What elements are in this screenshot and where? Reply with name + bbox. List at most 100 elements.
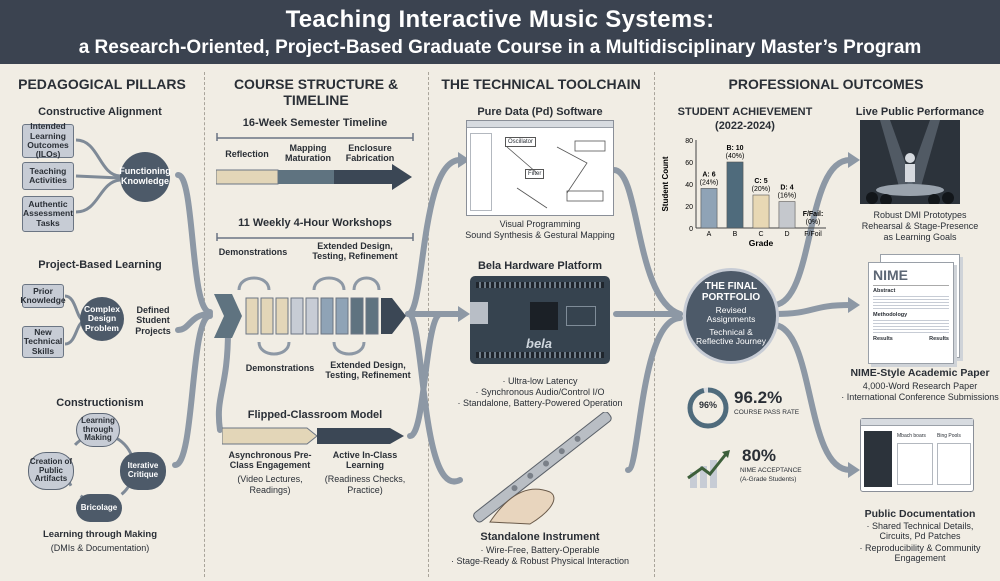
- chart-x-label: Grade: [749, 238, 774, 248]
- column-divider: [654, 72, 655, 577]
- docs-title: Public Documentation: [864, 508, 976, 520]
- complex-design-problem-node: Complex Design Problem: [80, 297, 124, 341]
- chart-y-tick: 60: [685, 160, 693, 167]
- workshop-bottom-demo: Demonstrations: [245, 363, 315, 373]
- instrument-bullet-1: · Wire-Free, Battery-Operable: [480, 545, 600, 555]
- bela-bullet-3: · Standalone, Battery-Powered Operation: [457, 398, 623, 408]
- alignment-arrows: [75, 138, 121, 214]
- live-line-2: Rehearsal & Stage-Presence: [861, 221, 979, 231]
- chart-data-label: (40%): [726, 153, 745, 160]
- bela-bullet-1: · Ultra-low Latency: [502, 376, 578, 386]
- paper-line-2: · International Conference Submissions: [841, 392, 999, 402]
- nime-acceptance-sub: (A-Grade Students): [740, 476, 797, 483]
- instrument-bullet-2: · Stage-Ready & Robust Physical Interact…: [450, 556, 630, 566]
- phase-enclosure: Enclosure Fabrication: [345, 143, 395, 164]
- timeline-title: 16-Week Semester Timeline: [242, 117, 388, 129]
- documentation-window: Mbach boars Bing Pools: [860, 418, 974, 492]
- chart-data-label: (16%): [778, 193, 797, 200]
- ilo-box: Intended Learning Outcomes (ILOs): [22, 122, 74, 159]
- iterative-critique-node: Iterative Critique: [120, 452, 166, 490]
- workshops-title: 11 Weekly 4-Hour Workshops: [238, 217, 392, 229]
- defined-projects-label: Defined Student Projects: [135, 305, 171, 336]
- paper-page-front: NIME Abstract Methodology Results Result…: [868, 262, 954, 364]
- docs-window-label-1: Mbach boars: [897, 433, 926, 439]
- portfolio-line-1: Revised Assignments: [706, 305, 756, 325]
- teaching-activities-box: Teaching Activities: [22, 162, 74, 190]
- portfolio-line-2: Technical & Reflective Journey: [696, 326, 766, 347]
- paper-doc-abstract: Abstract: [873, 288, 896, 294]
- docs-line-1: · Shared Technical Details,: [866, 521, 974, 531]
- portfolio-title: THE FINAL PORTFOLIO: [701, 281, 761, 303]
- paper-doc-method: Methodology: [873, 312, 908, 318]
- header: Teaching Interactive Music Systems: a Re…: [0, 0, 1000, 64]
- achievement-years: (2022-2024): [715, 120, 775, 132]
- paper-doc-results: Results: [873, 336, 893, 342]
- workshop-bottom-design: Extended Design, Testing, Refinement: [325, 360, 411, 381]
- pillars-heading: PEDAGOGICAL PILLARS: [18, 76, 186, 92]
- docs-line-4: Engagement: [894, 553, 946, 563]
- pd-desc-2: Sound Synthesis & Gestural Mapping: [465, 230, 615, 240]
- chart-y-tick: 80: [685, 138, 693, 145]
- paper-title: NIME-Style Academic Paper: [850, 367, 990, 379]
- toolchain-heading: THE TECHNICAL TOOLCHAIN: [441, 76, 641, 92]
- live-line-3: as Learning Goals: [883, 232, 957, 242]
- chart-y-tick: 20: [685, 204, 693, 211]
- constructionism-caption-2: (DMIs & Documentation): [50, 543, 150, 553]
- flipped-right-sub: (Readiness Checks, Practice): [324, 474, 406, 495]
- docs-line-3: · Reproducibility & Community: [859, 543, 981, 553]
- pd-desc-1: Visual Programming: [499, 219, 581, 229]
- bela-board: bela: [470, 276, 610, 364]
- chart-y-tick: 0: [689, 226, 693, 233]
- functioning-knowledge-node: Functioning Knowledge: [119, 152, 171, 202]
- paper-doc-results-2: Results: [929, 336, 949, 342]
- flipped-right-title: Active In-Class Learning: [332, 450, 398, 471]
- chart-data-label: F/Fail:: [803, 211, 824, 218]
- phase-reflection: Reflection: [225, 149, 269, 159]
- stage-performance-image: [860, 120, 960, 204]
- timeline-bar: [216, 164, 412, 190]
- chart-x-tick: A: [707, 231, 712, 238]
- chart-x-tick: B: [733, 231, 738, 238]
- docs-window-label-2: Bing Pools: [937, 433, 961, 439]
- chart-bar: [778, 201, 796, 229]
- phase-mapping: Mapping Maturation: [285, 143, 331, 164]
- achievement-title: STUDENT ACHIEVEMENT: [677, 106, 813, 118]
- chart-data-label: D: 4: [780, 185, 793, 192]
- assessment-tasks-box: Authentic Assessment Tasks: [22, 196, 74, 232]
- pd-filter-object: Filter: [525, 169, 545, 179]
- structure-heading: COURSE STRUCTURE & TIMELINE: [233, 76, 399, 108]
- pass-rate-value: 96.2%: [734, 388, 783, 407]
- chart-x-tick: C: [758, 231, 763, 238]
- chart-x-tick: D: [784, 231, 789, 238]
- bela-logo-text: bela: [526, 336, 553, 351]
- chart-data-label: (24%): [700, 179, 719, 186]
- flute-instrument-image: [473, 412, 612, 525]
- bricolage-node: Bricolage: [76, 494, 122, 522]
- pass-rate-ring: [687, 387, 729, 429]
- learning-through-making-node: Learning through Making: [76, 413, 120, 447]
- flipped-left-sub: (Video Lectures, Readings): [237, 474, 303, 495]
- flipped-left-title: Asynchronous Pre-Class Engagement: [228, 450, 312, 471]
- live-performance-title: Live Public Performance: [855, 106, 985, 118]
- docs-line-2: Circuits, Pd Patches: [879, 531, 961, 541]
- pd-title: Pure Data (Pd) Software: [477, 106, 603, 118]
- chart-data-label: B: 10: [726, 145, 743, 152]
- growth-chart-icon: [687, 450, 730, 488]
- chart-data-label: (0%): [806, 219, 821, 226]
- chart-data-label: (20%): [752, 186, 771, 193]
- chart-y-label: Student Count: [661, 156, 670, 211]
- constructive-alignment-title: Constructive Alignment: [38, 106, 162, 118]
- chart-bar: [726, 161, 744, 229]
- chart-x-tick: F/Foil: [804, 231, 822, 238]
- chart-data-label: A: 6: [702, 171, 715, 178]
- chart-data-label: C: 5: [754, 178, 767, 185]
- workshop-bracket: [216, 233, 414, 241]
- timeline-bracket: [216, 133, 414, 141]
- chart-bar: [700, 188, 718, 229]
- workshop-top-design: Extended Design, Testing, Refinement: [312, 241, 398, 262]
- constructionism-title: Constructionism: [56, 397, 144, 409]
- live-line-1: Robust DMI Prototypes: [873, 210, 967, 220]
- prior-knowledge-box: Prior Knowledge: [20, 284, 66, 308]
- final-portfolio-node: THE FINAL PORTFOLIO Revised Assignments …: [683, 268, 779, 364]
